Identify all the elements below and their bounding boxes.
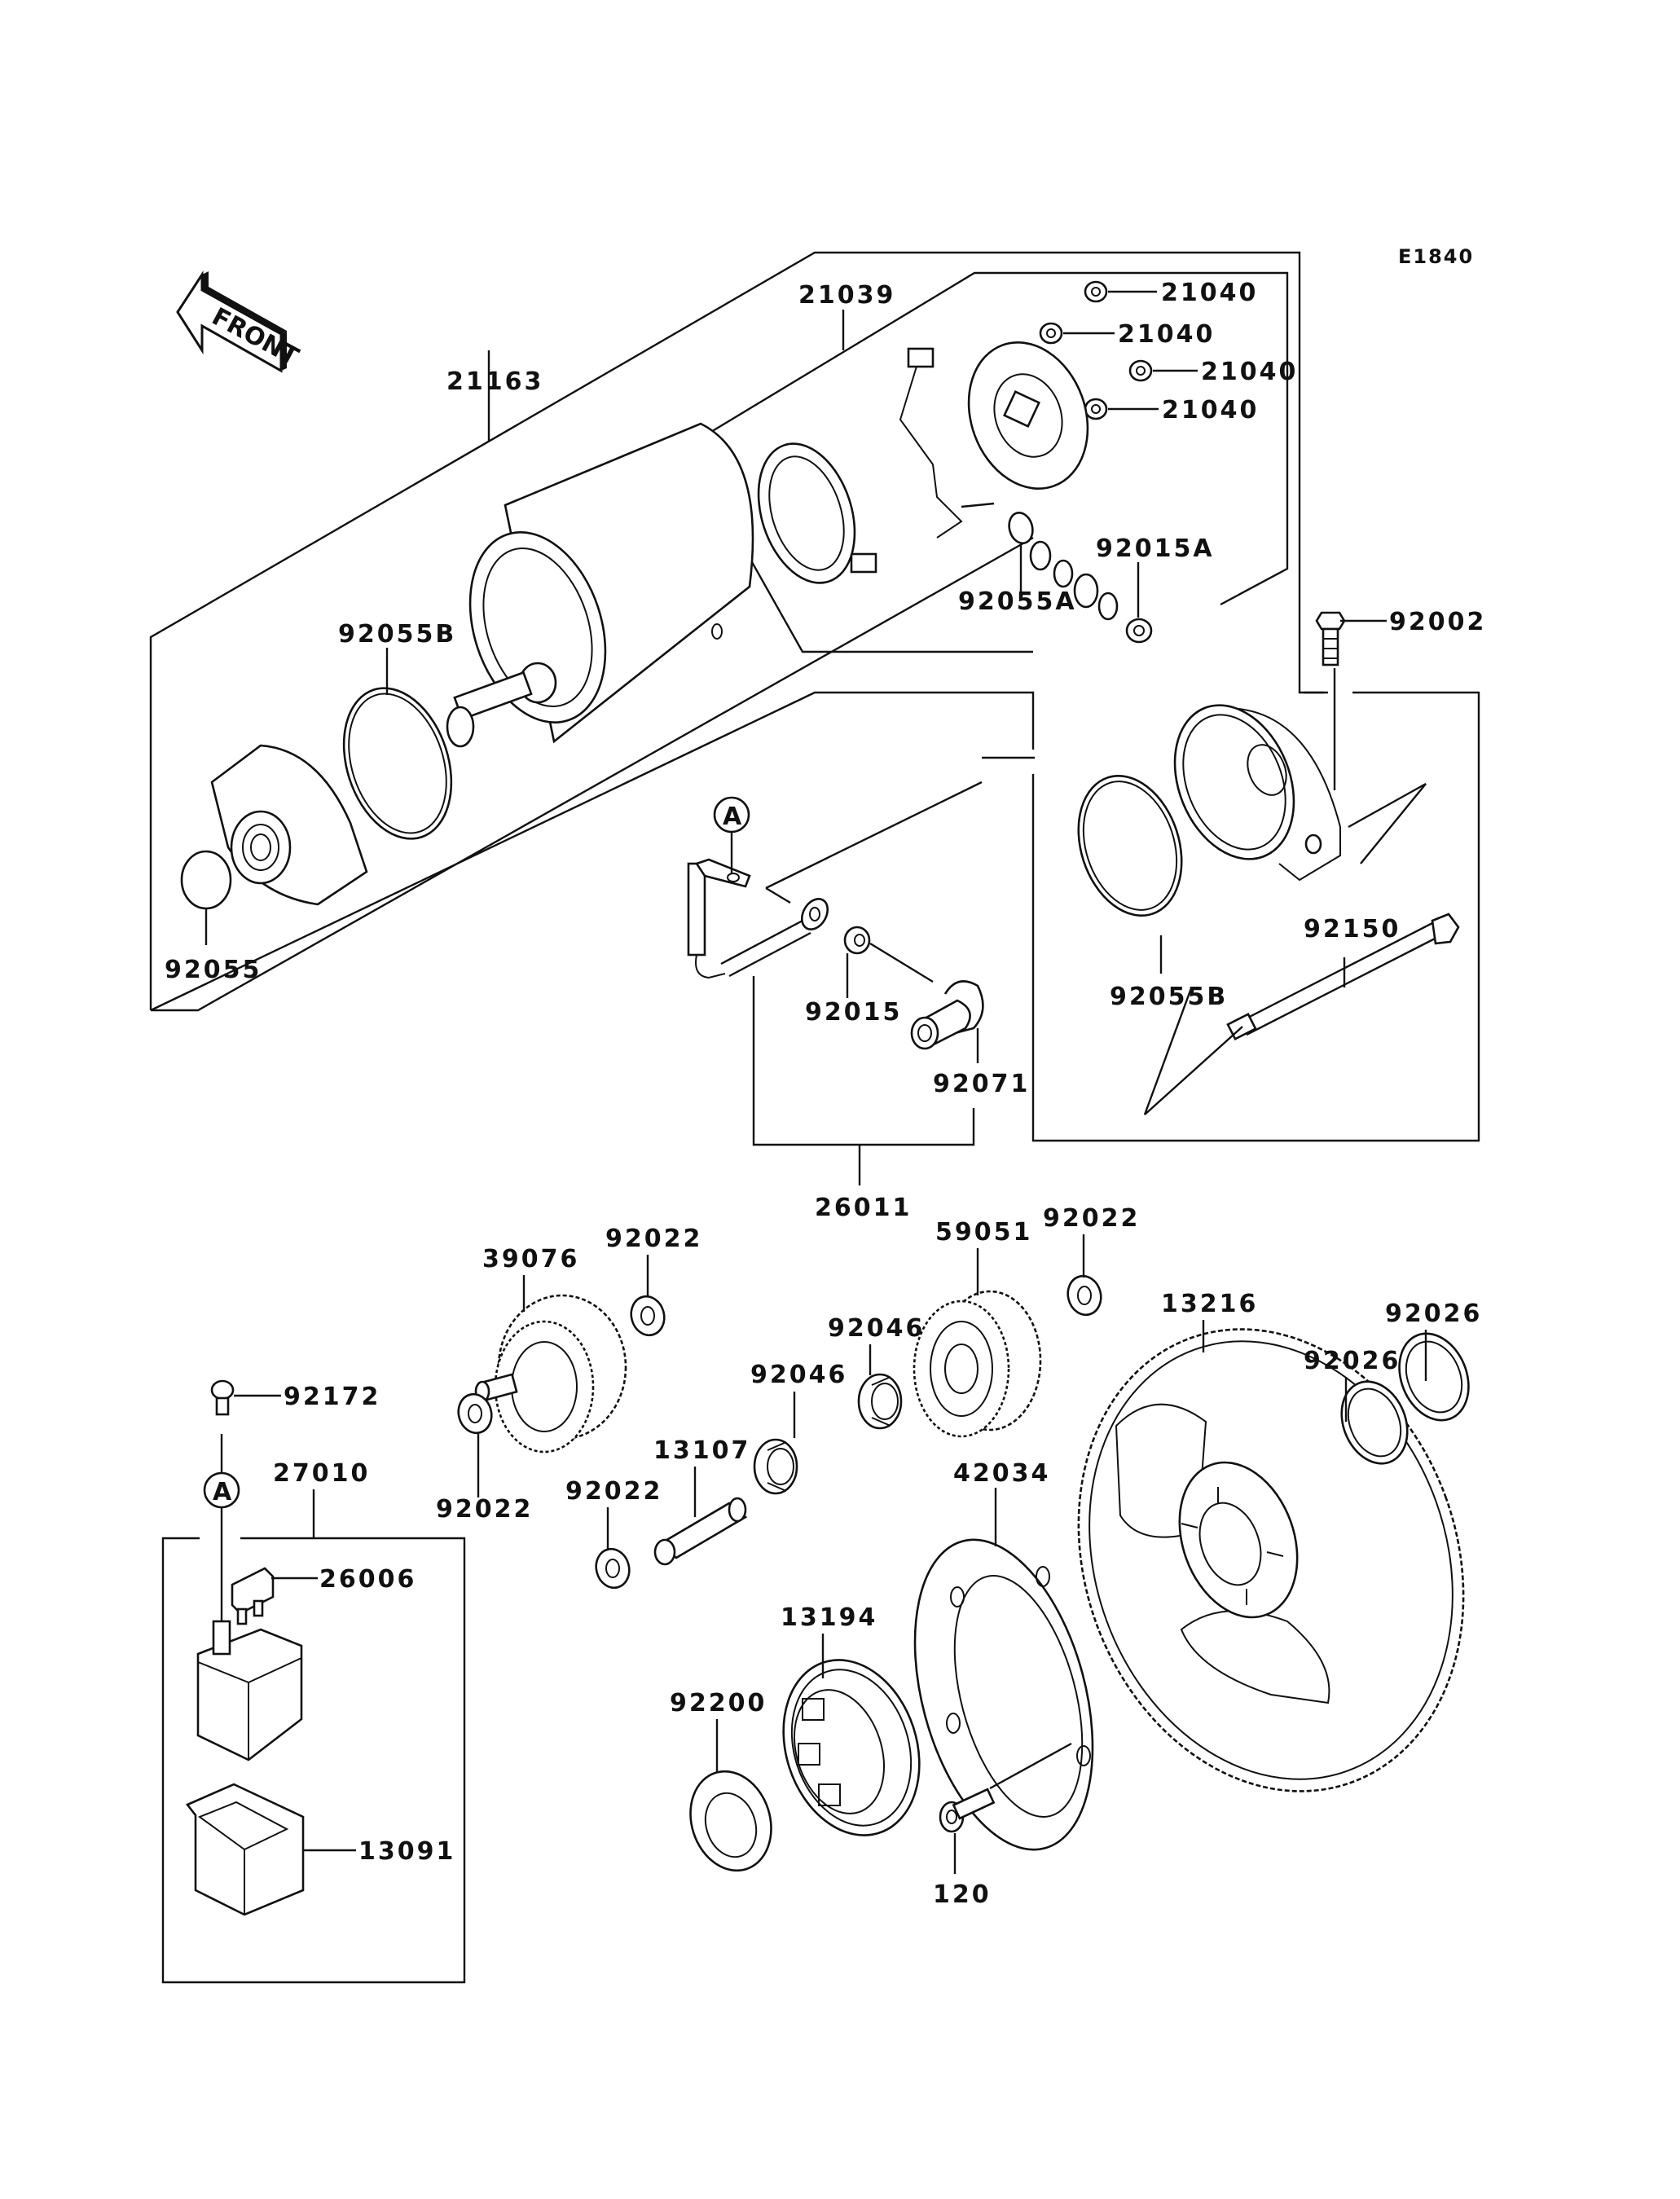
bearing-92046-a-part: [753, 1438, 798, 1495]
label-washer-92022-a: 92022: [605, 1225, 702, 1253]
label-washer-92200: 92200: [670, 1689, 767, 1717]
label-relay-27010: 27010: [273, 1459, 370, 1488]
rear-cover-part: [1173, 704, 1341, 882]
label-bearing-92046-a: 92046: [750, 1361, 847, 1389]
rear-cover-group-outline: [1031, 668, 1480, 1142]
washer-92022-a-part: [630, 1295, 666, 1337]
diagram-code: E1840: [1398, 245, 1474, 268]
relay-cover-13091-part: [185, 1783, 305, 1916]
nut-92015-part: [843, 926, 871, 955]
fuse-26006-part: [231, 1567, 275, 1625]
label-brush-2: 21040: [1118, 320, 1215, 349]
brush-plate-part: [850, 341, 1089, 574]
starter-relay-part: [196, 1620, 303, 1761]
relay-group-outline: [161, 1537, 466, 1984]
label-idle-gear-39076: 39076: [482, 1245, 579, 1273]
label-shaft-13107: 13107: [653, 1436, 750, 1465]
label-washer-92022-c: 92022: [565, 1477, 662, 1506]
idle-gear-39076-part: [474, 1294, 627, 1454]
label-gear-59051: 59051: [935, 1218, 1032, 1247]
washer-92200-part: [689, 1770, 772, 1872]
label-starter-motor: 21163: [446, 367, 543, 396]
label-starter-gear-13216: 13216: [1161, 1290, 1258, 1318]
label-nut-92015a: 92015A: [1096, 534, 1215, 563]
o-ring-92055a-part: [1008, 511, 1034, 545]
one-way-clutch-13194-part: [782, 1659, 921, 1836]
o-ring-92055b-left-part: [342, 687, 453, 840]
label-o-ring-92055b-left: 92055B: [338, 620, 456, 649]
label-fuse-26006: 26006: [319, 1565, 416, 1594]
o-ring-92055-part: [180, 850, 232, 910]
nut-92015a-part: [1125, 618, 1153, 644]
washer-92022-d-part: [1066, 1274, 1102, 1317]
reference-marker-a-top-label: A: [723, 803, 742, 831]
label-bolt-92002: 92002: [1389, 608, 1486, 636]
label-spacer-92026-b: 92026: [1385, 1300, 1482, 1328]
cable-group-outline: [752, 976, 975, 1146]
washer-92022-c-part: [595, 1547, 631, 1590]
label-brush-holder: 21039: [798, 281, 895, 310]
gear-59051-part: [913, 1290, 1042, 1438]
label-relay-cover-13091: 13091: [358, 1837, 455, 1866]
label-brush-1: 21040: [1161, 279, 1258, 307]
label-terminal-cap-92071: 92071: [933, 1070, 1030, 1098]
label-bearing-92046-b: 92046: [828, 1314, 925, 1343]
label-bolt-120: 120: [933, 1880, 992, 1909]
starter-cable-part: [687, 858, 829, 979]
bolt-92002-part: [1315, 611, 1346, 666]
washer-stack-part: [1029, 540, 1119, 621]
label-holder-42034: 42034: [953, 1459, 1050, 1488]
shaft-13107-part: [653, 1497, 748, 1566]
front-arrow-icon: FRONT: [176, 270, 303, 373]
reference-marker-a-bottom-label: A: [213, 1478, 232, 1506]
label-washer-92022-b: 92022: [436, 1495, 533, 1524]
screw-92172-part: [210, 1379, 235, 1416]
label-o-ring-92055a: 92055A: [958, 587, 1077, 616]
label-starter-cable: 26011: [815, 1194, 912, 1222]
brush-part: [1039, 280, 1198, 420]
washer-92022-b-part: [457, 1392, 493, 1435]
o-ring-92055b-right-part: [1077, 774, 1183, 917]
bolt-120-part: [939, 1788, 996, 1833]
brush-holder-ring-part: [757, 442, 856, 584]
label-one-way-clutch-13194: 13194: [781, 1603, 877, 1632]
label-nut-92015: 92015: [805, 998, 902, 1027]
label-o-ring-92055b-right: 92055B: [1110, 983, 1228, 1011]
label-o-ring-92055: 92055: [165, 956, 262, 984]
label-screw-92172: 92172: [284, 1383, 380, 1411]
bearing-92046-b-part: [857, 1373, 903, 1430]
label-through-bolt-92150: 92150: [1304, 915, 1401, 943]
label-brush-3: 21040: [1201, 358, 1298, 386]
label-brush-4: 21040: [1162, 396, 1259, 424]
label-washer-92022-d: 92022: [1043, 1204, 1140, 1233]
front-cover-part: [210, 744, 368, 906]
motor-yoke-part: [446, 422, 754, 748]
terminal-cap-92071-part: [910, 980, 984, 1050]
label-spacer-92026-a: 92026: [1304, 1347, 1401, 1375]
holder-42034-part: [913, 1538, 1094, 1851]
